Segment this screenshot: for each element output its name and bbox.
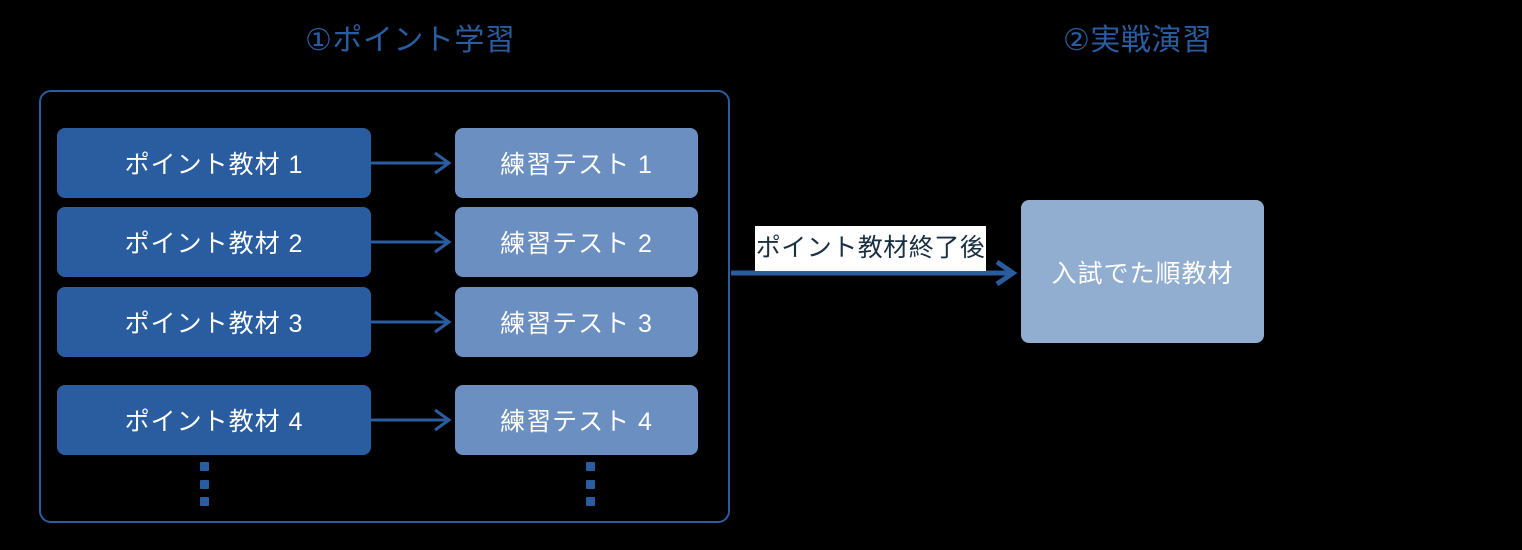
- transition-arrow: [729, 259, 1024, 287]
- arrow-right-icon: [371, 151, 452, 175]
- practice-test-node-2[interactable]: 練習テスト 2: [455, 207, 698, 277]
- point-material-node-3[interactable]: ポイント教材 3: [57, 287, 371, 357]
- arrow-right-icon: [371, 310, 452, 334]
- ellipsis-dot: [585, 479, 595, 489]
- transition-label: ポイント教材終了後: [755, 226, 986, 271]
- ellipsis-dot: [199, 497, 209, 506]
- ellipsis-dot: [585, 497, 595, 506]
- flow-arrow-row-3: [371, 310, 455, 334]
- practice-test-node-1[interactable]: 練習テスト 1: [455, 128, 698, 198]
- ellipsis-dot: [199, 479, 209, 489]
- vertical-ellipsis-icon-right: [585, 462, 595, 506]
- point-material-node-1[interactable]: ポイント教材 1: [57, 128, 371, 198]
- section-heading-phase-1: ①ポイント学習: [305, 24, 516, 57]
- arrow-right-icon: [371, 230, 452, 254]
- point-material-node-2[interactable]: ポイント教材 2: [57, 207, 371, 277]
- point-material-node-4[interactable]: ポイント教材 4: [57, 385, 371, 455]
- flow-arrow-row-2: [371, 230, 455, 254]
- practice-test-node-3[interactable]: 練習テスト 3: [455, 287, 698, 357]
- flow-arrow-row-4: [371, 408, 455, 432]
- section-heading-phase-2: ②実戦演習: [1063, 24, 1213, 57]
- flow-arrow-row-1: [371, 151, 455, 175]
- arrow-right-long-icon: [731, 259, 1018, 287]
- exam-material-node[interactable]: 入試でた順教材: [1021, 200, 1264, 343]
- ellipsis-dot: [199, 462, 209, 471]
- practice-test-node-4[interactable]: 練習テスト 4: [455, 385, 698, 455]
- phase-1-container: [39, 90, 730, 523]
- ellipsis-dot: [585, 462, 595, 471]
- vertical-ellipsis-icon-left: [199, 462, 209, 506]
- arrow-right-icon: [371, 408, 452, 432]
